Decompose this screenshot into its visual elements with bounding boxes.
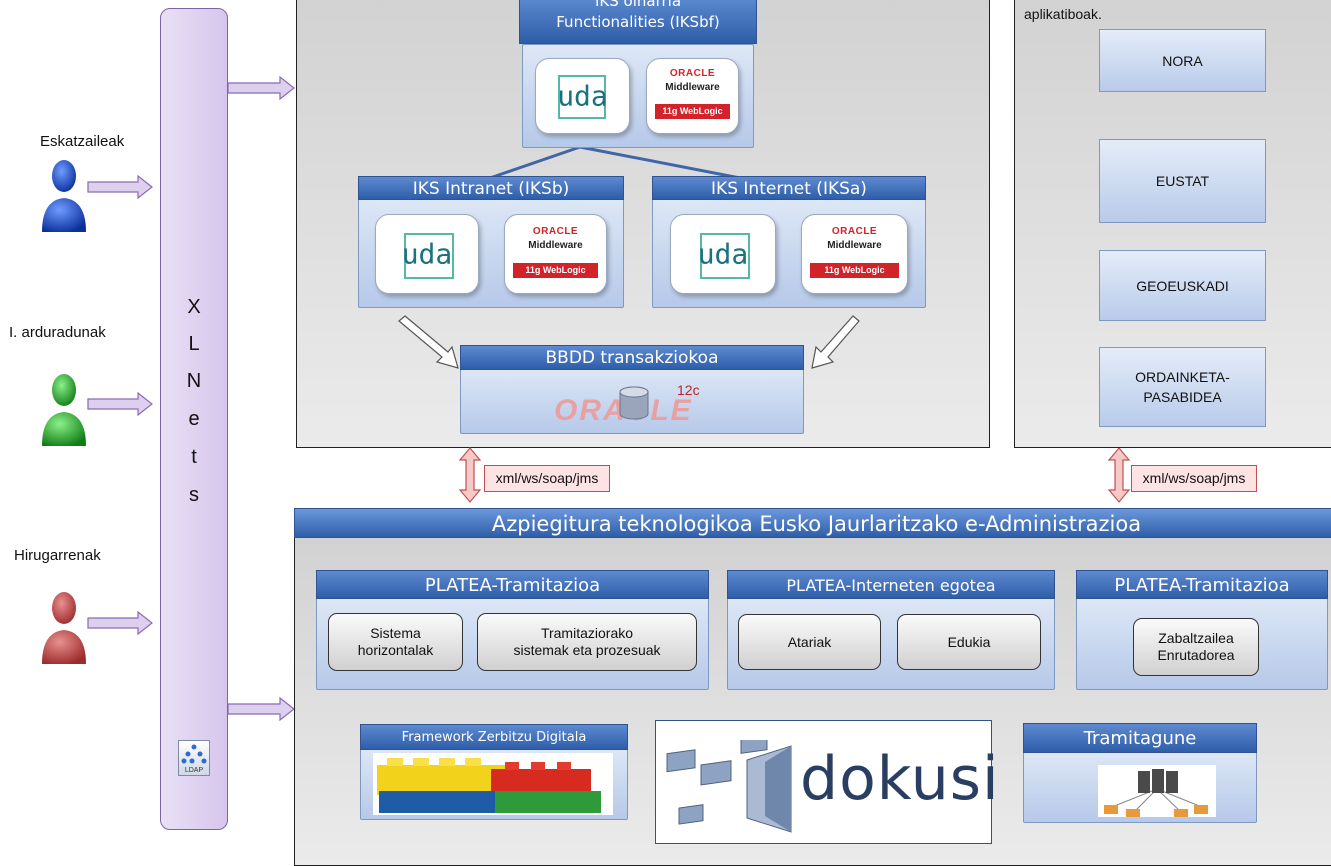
uda-logo-text: uda (401, 237, 453, 271)
user-icon (42, 592, 86, 664)
server-network-icon (1098, 765, 1216, 817)
framework-header: Framework Zerbitzu Digitala (360, 724, 628, 750)
iks-intranet-header: IKS Intranet (IKSb) (358, 176, 624, 200)
bbdd-header: BBDD transakziokoa (460, 345, 804, 370)
infra-header: Azpiegitura teknologikoa Eusko Jaurlarit… (294, 508, 1331, 538)
pill-zabaltzailea: Zabaltzailea Enrutadorea (1133, 618, 1259, 676)
pill-atariak: Atariak (738, 614, 881, 670)
database-icon (619, 386, 649, 420)
pill-sistema-horizontalak: Sistema horizontalak (328, 613, 463, 671)
iksbf-header: IKS oinarria Functionalities (IKSbf) (519, 0, 757, 44)
lego-blocks-image (373, 753, 613, 815)
xlnets-bar: X L N e t s LDAP (160, 8, 228, 830)
oracle-weblogic-logo: ORACLE Middleware 11g WebLogic (646, 58, 739, 134)
db-version: 12c (677, 382, 700, 398)
iksbf-title-line1: IKS oinarria (594, 0, 682, 10)
oracle-product: Middleware (827, 240, 882, 251)
xlnets-letter: N (186, 370, 202, 392)
protocol-label: xml/ws/soap/jms (1131, 465, 1257, 492)
app-box-geoeuskadi: GEOEUSKADI (1099, 250, 1266, 321)
app-box-eustat: EUSTAT (1099, 139, 1266, 223)
oracle-weblogic-logo: ORACLE Middleware 11g WebLogic (801, 214, 908, 294)
oracle-brand: ORACLE (669, 68, 716, 79)
xlnets-letter: s (189, 484, 199, 506)
ldap-label: LDAP (184, 767, 204, 774)
ldap-icon: LDAP (178, 740, 210, 776)
protocol-label: xml/ws/soap/jms (484, 465, 610, 492)
uda-logo-text: uda (697, 237, 749, 271)
platea-interneten-header: PLATEA-Interneten egotea (727, 570, 1055, 599)
xlnets-letter: t (191, 446, 197, 468)
actor-label-eskatzaileak: Eskatzaileak (40, 133, 125, 150)
oracle-version: 11g WebLogic (810, 263, 899, 278)
oracle-product: Middleware (665, 82, 720, 93)
oracle-version: 11g WebLogic (655, 104, 730, 119)
platea-tramitazioa-header: PLATEA-Tramitazioa (316, 570, 709, 599)
app-box-nora: NORA (1099, 29, 1266, 92)
oracle-brand: ORACLE (831, 226, 878, 237)
xlnets-letter: L (188, 333, 200, 355)
xlnets-letter: X (187, 296, 201, 318)
uda-logo: uda (375, 214, 479, 294)
tramitagune-header: Tramitagune (1023, 723, 1257, 753)
dokusi-logo-icon (666, 740, 792, 833)
app-box-ordainketa: ORDAINKETA- PASABIDEA (1099, 347, 1266, 427)
pill-tramitaziorako: Tramitaziorako sistemak eta prozesuak (477, 613, 697, 671)
iksbf-title-line2: Functionalities (IKSbf) (556, 13, 720, 31)
actor-label-arduradunak: I. arduradunak (9, 324, 106, 341)
apps-caption: aplikatiboak. (1024, 6, 1102, 22)
oracle-version: 11g WebLogic (513, 263, 598, 278)
user-icon (42, 160, 86, 232)
platea-tramitazioa-2-header: PLATEA-Tramitazioa (1076, 570, 1328, 599)
iks-internet-header: IKS Internet (IKSa) (652, 176, 926, 200)
oracle-product: Middleware (528, 240, 583, 251)
oracle-weblogic-logo: ORACLE Middleware 11g WebLogic (504, 214, 607, 294)
oracle-database-logo: ORACLE 12c (550, 380, 730, 432)
uda-logo: uda (535, 58, 630, 134)
oracle-brand: ORACLE (532, 226, 579, 237)
pill-edukia: Edukia (897, 614, 1041, 670)
uda-logo-text: uda (557, 79, 608, 113)
uda-logo: uda (670, 214, 776, 294)
actor-label-hirugarrenak: Hirugarrenak (14, 547, 101, 564)
user-icon (42, 374, 86, 446)
xlnets-letter: e (188, 408, 200, 430)
dokusi-wordmark: dokusi (800, 744, 1000, 814)
